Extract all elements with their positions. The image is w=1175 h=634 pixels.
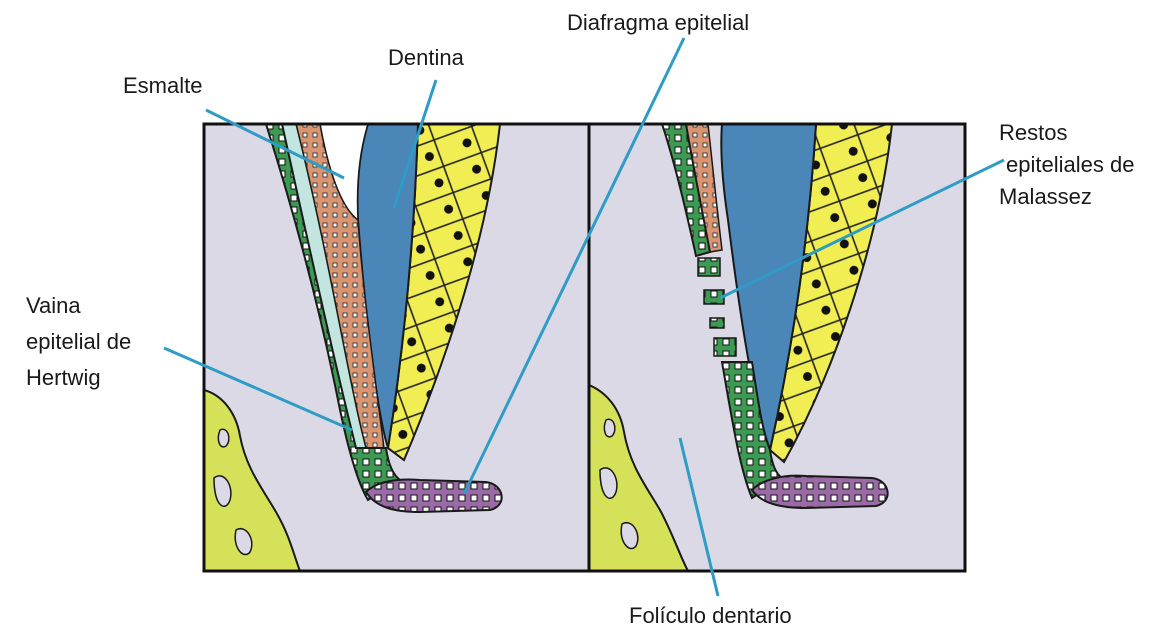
malassez-rest	[698, 258, 720, 276]
right-panel	[589, 124, 965, 571]
left-panel	[204, 124, 589, 571]
label-esmalte: Esmalte	[123, 73, 202, 98]
label-foliculo: Folículo dentario	[629, 603, 792, 628]
label-vaina-line1: Vaina	[26, 293, 81, 318]
label-restos-line2: epiteliales de	[1006, 152, 1134, 177]
epithelial-diaphragm-left	[366, 480, 502, 513]
label-vaina-line3: Hertwig	[26, 365, 101, 390]
bone-lacuna-left	[218, 429, 228, 447]
label-diafragma: Diafragma epitelial	[567, 10, 749, 35]
label-restos-line3: Malassez	[999, 184, 1092, 209]
epithelial-diaphragm-right	[752, 476, 888, 508]
bone-lacuna-right	[604, 419, 614, 437]
label-dentina: Dentina	[388, 45, 465, 70]
malassez-rest	[710, 318, 724, 328]
malassez-rest	[714, 338, 736, 356]
label-restos-line1: Restos	[999, 120, 1067, 145]
label-vaina-line2: epitelial de	[26, 329, 131, 354]
